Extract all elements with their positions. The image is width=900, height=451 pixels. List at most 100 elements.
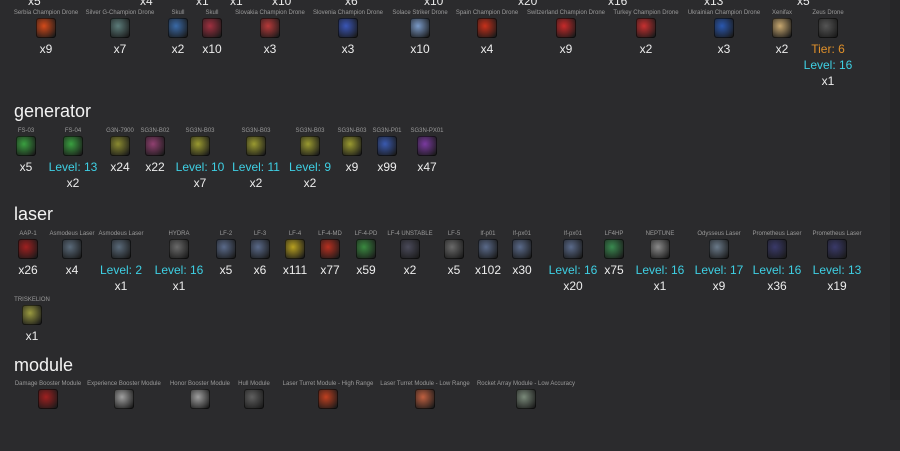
generator-icon[interactable] xyxy=(342,136,362,156)
drone-icon[interactable] xyxy=(818,18,838,38)
laser-icon[interactable] xyxy=(709,239,729,259)
module-icon[interactable] xyxy=(38,389,58,409)
inventory-item[interactable]: Hull Module xyxy=(234,381,274,451)
laser-icon[interactable] xyxy=(400,239,420,259)
generator-icon[interactable] xyxy=(300,136,320,156)
module-icon[interactable] xyxy=(516,389,536,409)
drone-icon[interactable] xyxy=(36,18,56,38)
drone-icon[interactable] xyxy=(338,18,358,38)
generator-icon[interactable] xyxy=(63,136,83,156)
laser-icon[interactable] xyxy=(250,239,270,259)
inventory-item[interactable]: Laser Turret Module - High Range xyxy=(283,381,373,451)
module-icon[interactable] xyxy=(244,389,264,409)
skull-icon[interactable] xyxy=(202,18,222,38)
laser-icon[interactable] xyxy=(169,239,189,259)
laser-icon[interactable] xyxy=(285,239,305,259)
laser-icon[interactable] xyxy=(563,239,583,259)
drone-icon[interactable] xyxy=(772,18,792,38)
module-icon[interactable] xyxy=(318,389,338,409)
laser-icon[interactable] xyxy=(216,239,236,259)
laser-icon[interactable] xyxy=(767,239,787,259)
drone-icon[interactable] xyxy=(714,18,734,38)
generator-icon[interactable] xyxy=(145,136,165,156)
drone-icon[interactable] xyxy=(260,18,280,38)
laser-icon[interactable] xyxy=(478,239,498,259)
inventory-item[interactable]: Experience Booster Module xyxy=(87,381,161,451)
scrollbar[interactable] xyxy=(890,0,900,400)
drone-icon[interactable] xyxy=(636,18,656,38)
generator-icon[interactable] xyxy=(377,136,397,156)
drone-icon[interactable] xyxy=(477,18,497,38)
generator-icon[interactable] xyxy=(417,136,437,156)
laser-icon[interactable] xyxy=(604,239,624,259)
inventory-item[interactable]: Honor Booster Module xyxy=(170,381,230,451)
laser-icon[interactable] xyxy=(18,239,38,259)
generator-icon[interactable] xyxy=(246,136,266,156)
drone-icon[interactable] xyxy=(410,18,430,38)
module-icon[interactable] xyxy=(114,389,134,409)
drone-icon[interactable] xyxy=(110,18,130,38)
laser-icon[interactable] xyxy=(356,239,376,259)
laser-icon[interactable] xyxy=(320,239,340,259)
inventory-item[interactable]: Damage Booster Module xyxy=(15,381,81,451)
laser-icon[interactable] xyxy=(444,239,464,259)
laser-icon[interactable] xyxy=(650,239,670,259)
inventory-item[interactable]: Laser Turret Module - Low Range xyxy=(380,381,470,451)
module-icon[interactable] xyxy=(190,389,210,409)
skull-icon[interactable] xyxy=(168,18,188,38)
module-icon[interactable] xyxy=(415,389,435,409)
laser-icon[interactable] xyxy=(827,239,847,259)
generator-icon[interactable] xyxy=(16,136,36,156)
drone-icon[interactable] xyxy=(556,18,576,38)
laser-icon[interactable] xyxy=(111,239,131,259)
laser-icon[interactable] xyxy=(22,305,42,325)
generator-icon[interactable] xyxy=(110,136,130,156)
laser-icon[interactable] xyxy=(512,239,532,259)
inventory-item[interactable]: Rocket Array Module - Low Accuracy xyxy=(477,381,575,451)
laser-icon[interactable] xyxy=(62,239,82,259)
generator-icon[interactable] xyxy=(190,136,210,156)
